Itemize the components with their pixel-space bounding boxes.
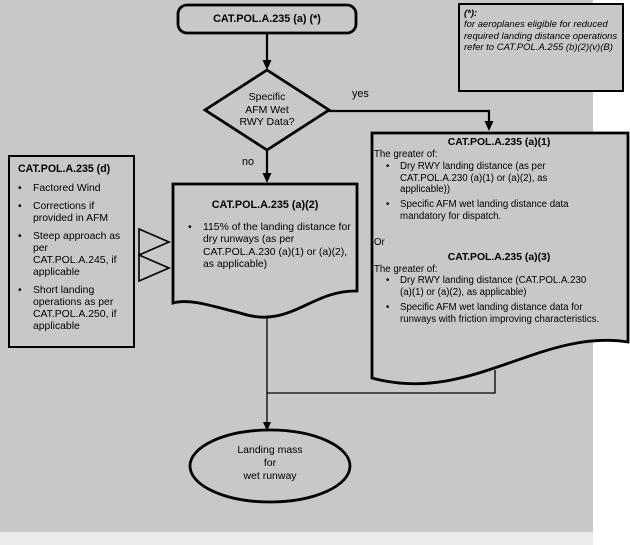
list-item: • Short landing operations as per CAT.PO…: [18, 285, 129, 333]
end-node-line: for: [263, 456, 277, 469]
chevron-right-icon: [138, 227, 172, 257]
bullet-icon: •: [18, 183, 22, 194]
start-node-text: CAT.POL.A.235 (a) (*): [213, 13, 321, 25]
yes-label: yes: [352, 88, 369, 100]
left-conditions-box: CAT.POL.A.235 (d) • Factored Wind • Corr…: [8, 155, 135, 348]
bullet-icon: •: [18, 231, 22, 242]
bullet-icon: •: [188, 222, 192, 233]
list-item: • Steep approach as per CAT.POL.A.245, i…: [18, 231, 129, 279]
decision-line: AFM Wet: [245, 103, 289, 116]
decision-label: Specific AFM Wet RWY Data?: [207, 91, 327, 129]
list-item: • Factored Wind: [18, 183, 129, 195]
list-item: • Specific AFM wet landing distance data…: [386, 199, 624, 223]
left-box-bullet: Corrections if provided in AFM: [33, 201, 109, 224]
right-bullet: Specific AFM wet landing distance data m…: [400, 199, 569, 222]
note-box: (*): for aeroplanes eligible for reduced…: [458, 3, 624, 92]
bullet-icon: •: [386, 301, 390, 313]
left-box-bullet: Steep approach as per CAT.POL.A.245, if …: [33, 231, 121, 278]
decision-line: Specific: [248, 91, 286, 103]
right-bullet: Dry RWY landing distance (as per CAT.POL…: [400, 160, 548, 196]
end-node-label: Landing mass for wet runway: [190, 444, 350, 482]
end-node-line: wet runway: [243, 469, 297, 482]
end-node-line: Landing mass: [237, 444, 303, 456]
center-document-shape: [171, 182, 359, 319]
right-section2-title: CAT.POL.A.235 (a)(3): [447, 251, 551, 263]
no-arrowhead: [262, 173, 272, 183]
right-section1-intro: The greater of:: [374, 149, 438, 160]
start-to-decision-arrowhead: [262, 60, 272, 70]
bullet-icon: •: [18, 285, 22, 296]
right-section2-intro: The greater of:: [374, 263, 438, 275]
start-node-label: CAT.POL.A.235 (a) (*): [178, 5, 356, 33]
bullet-icon: •: [386, 199, 390, 211]
note-body: for aeroplanes eligible for reduced requ…: [464, 19, 618, 54]
left-box-bullet: Factored Wind: [33, 183, 101, 194]
right-bullet: Specific AFM wet landing distance data f…: [400, 301, 600, 325]
yes-arrowhead: [484, 121, 494, 131]
right-node-content: CAT.POL.A.235 (a)(1) The greater of: • D…: [374, 136, 624, 329]
bullet-icon: •: [386, 160, 390, 172]
decision-yes-connector: [329, 109, 491, 124]
right-bullet: Dry RWY landing distance (CAT.POL.A.230 …: [400, 275, 587, 299]
start-terminator-shape: [176, 3, 358, 35]
right-document-shape: [370, 131, 630, 386]
merge-arrowhead: [263, 422, 271, 431]
end-ellipse-shape: [188, 428, 352, 504]
no-label: no: [242, 156, 255, 168]
list-item: • Specific AFM wet landing distance data…: [386, 302, 624, 326]
left-box-bullet: Short landing operations as per CAT.POL.…: [33, 285, 117, 332]
decision-line: RWY Data?: [239, 116, 295, 129]
or-connector-word: Or: [374, 236, 385, 248]
right-section1-title: CAT.POL.A.235 (a)(1): [447, 137, 551, 148]
bullet-icon: •: [386, 275, 390, 287]
list-item: • Dry RWY landing distance (as per CAT.P…: [386, 161, 624, 196]
note-heading: (*):: [464, 8, 478, 19]
center-bullet-text: 115% of the landing distance for dry run…: [203, 222, 351, 271]
center-node-bullet: • 115% of the landing distance for dry r…: [188, 222, 351, 272]
left-box-title: CAT.POL.A.235 (d): [18, 163, 111, 175]
list-item: • Dry RWY landing distance (CAT.POL.A.23…: [386, 275, 624, 299]
canvas-bottom-strip: [0, 532, 593, 545]
rightbox-to-merge-connector: [267, 370, 496, 394]
bullet-icon: •: [18, 201, 22, 212]
center-node-title: CAT.POL.A.235 (a)(2): [211, 199, 319, 211]
decision-diamond-shape: [202, 68, 332, 152]
list-item: • Corrections if provided in AFM: [18, 201, 129, 225]
chevron-right-icon: [138, 253, 172, 283]
